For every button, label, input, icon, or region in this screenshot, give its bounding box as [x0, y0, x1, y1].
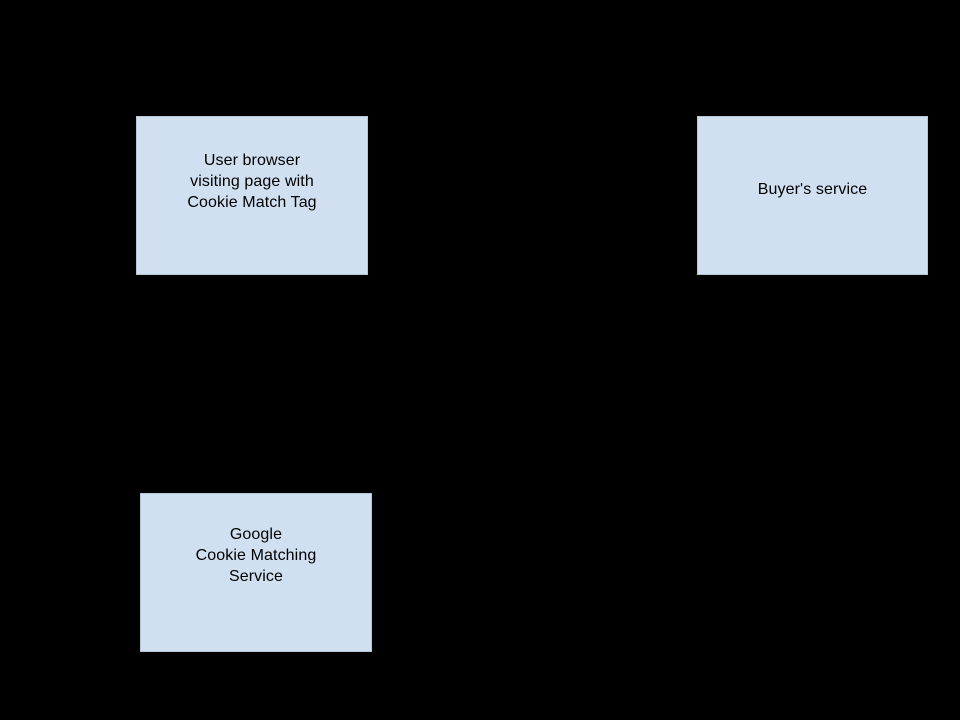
node-user-browser-label: User browser visiting page with Cookie M… — [187, 152, 317, 211]
node-google-cookie-matching-service-label: Google Cookie Matching Service — [195, 526, 317, 585]
node-buyers-service-label: Buyer's service — [757, 181, 868, 198]
node-user-browser[interactable]: User browser visiting page with Cookie M… — [136, 116, 368, 275]
connector-user-browser-to-google-cms — [250, 274, 262, 493]
node-buyers-service[interactable]: Buyer's service — [697, 116, 928, 275]
node-google-cookie-matching-service[interactable]: Google Cookie Matching Service — [140, 493, 372, 652]
